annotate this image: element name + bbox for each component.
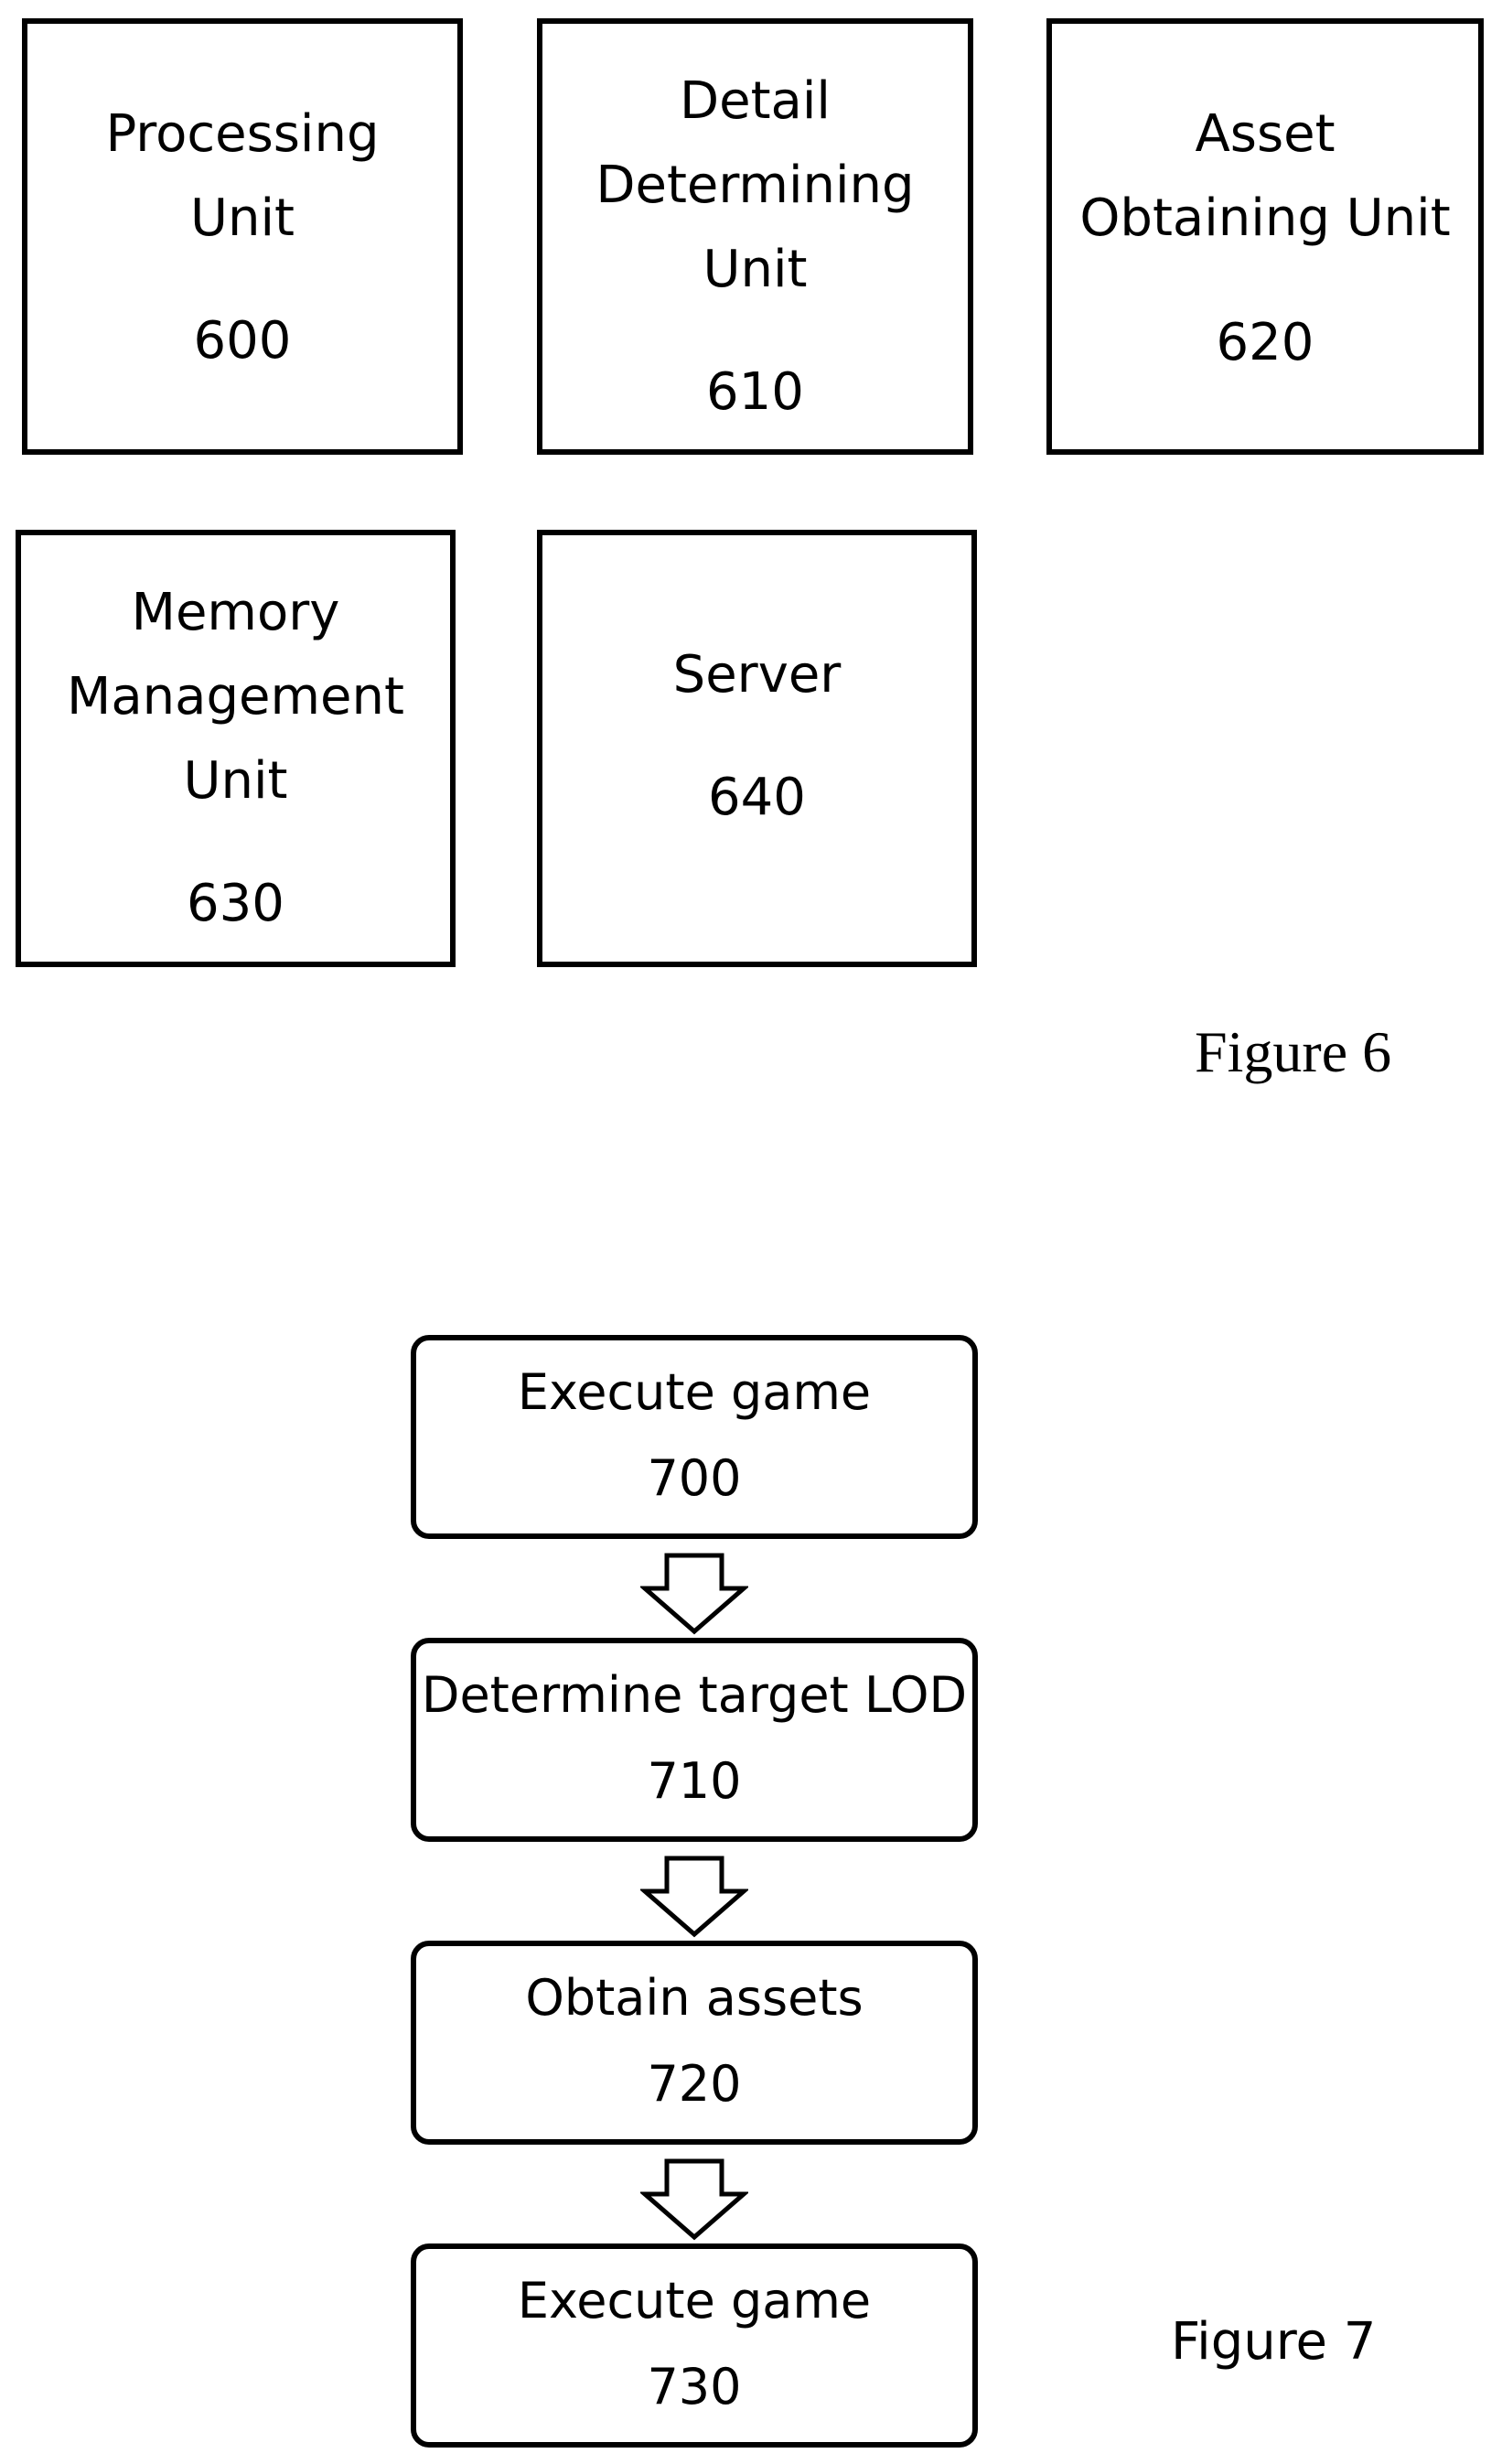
step-obtain-assets-number: 720 bbox=[647, 2055, 742, 2113]
processing-unit-label-line-2: Unit bbox=[190, 188, 295, 248]
figure-7-caption: Figure 7 bbox=[1171, 2312, 1377, 2372]
step-execute-game-number: 700 bbox=[647, 1449, 742, 1507]
memory-management-unit-label-line-1: Memory bbox=[131, 583, 340, 642]
step-execute-game-final-box: Execute game 730 bbox=[411, 2243, 978, 2448]
memory-management-unit-box: Memory Management Unit 630 bbox=[16, 530, 456, 967]
step-determine-target-lod-label: Determine target LOD bbox=[421, 1666, 968, 1724]
step-determine-target-lod-box: Determine target LOD 710 bbox=[411, 1638, 978, 1842]
asset-obtaining-unit-box: Asset Obtaining Unit 620 bbox=[1046, 18, 1484, 455]
asset-obtaining-unit-label-line-1: Asset bbox=[1195, 104, 1336, 164]
step-obtain-assets-label: Obtain assets bbox=[525, 1969, 864, 2027]
arrow-down-icon bbox=[640, 1856, 748, 1938]
step-execute-game-final-number: 730 bbox=[647, 2358, 742, 2416]
detail-determining-unit-box: Detail Determining Unit 610 bbox=[537, 18, 973, 455]
detail-determining-unit-label-line-2: Determining bbox=[595, 156, 915, 215]
server-number: 640 bbox=[708, 768, 806, 827]
step-determine-target-lod-number: 710 bbox=[647, 1752, 742, 1810]
step-execute-game-label: Execute game bbox=[517, 1363, 872, 1421]
processing-unit-box: Processing Unit 600 bbox=[22, 18, 463, 455]
asset-obtaining-unit-label-line-2: Obtaining Unit bbox=[1079, 188, 1451, 248]
server-box: Server 640 bbox=[537, 530, 977, 967]
memory-management-unit-label-line-3: Unit bbox=[183, 751, 288, 811]
detail-determining-unit-label-line-1: Detail bbox=[680, 71, 831, 131]
server-label: Server bbox=[672, 645, 842, 705]
processing-unit-number: 600 bbox=[193, 311, 292, 371]
step-execute-game-box: Execute game 700 bbox=[411, 1335, 978, 1539]
figure-6-caption: Figure 6 bbox=[1195, 1019, 1392, 1084]
memory-management-unit-label-line-2: Management bbox=[67, 667, 404, 726]
step-obtain-assets-box: Obtain assets 720 bbox=[411, 1941, 978, 2145]
asset-obtaining-unit-number: 620 bbox=[1216, 313, 1314, 372]
step-execute-game-final-label: Execute game bbox=[517, 2272, 872, 2330]
detail-determining-unit-number: 610 bbox=[706, 362, 804, 422]
detail-determining-unit-label-line-3: Unit bbox=[703, 240, 808, 299]
processing-unit-label-line-1: Processing bbox=[105, 104, 380, 164]
memory-management-unit-number: 630 bbox=[187, 874, 284, 933]
arrow-down-icon bbox=[640, 1553, 748, 1635]
arrow-down-icon bbox=[640, 2158, 748, 2241]
